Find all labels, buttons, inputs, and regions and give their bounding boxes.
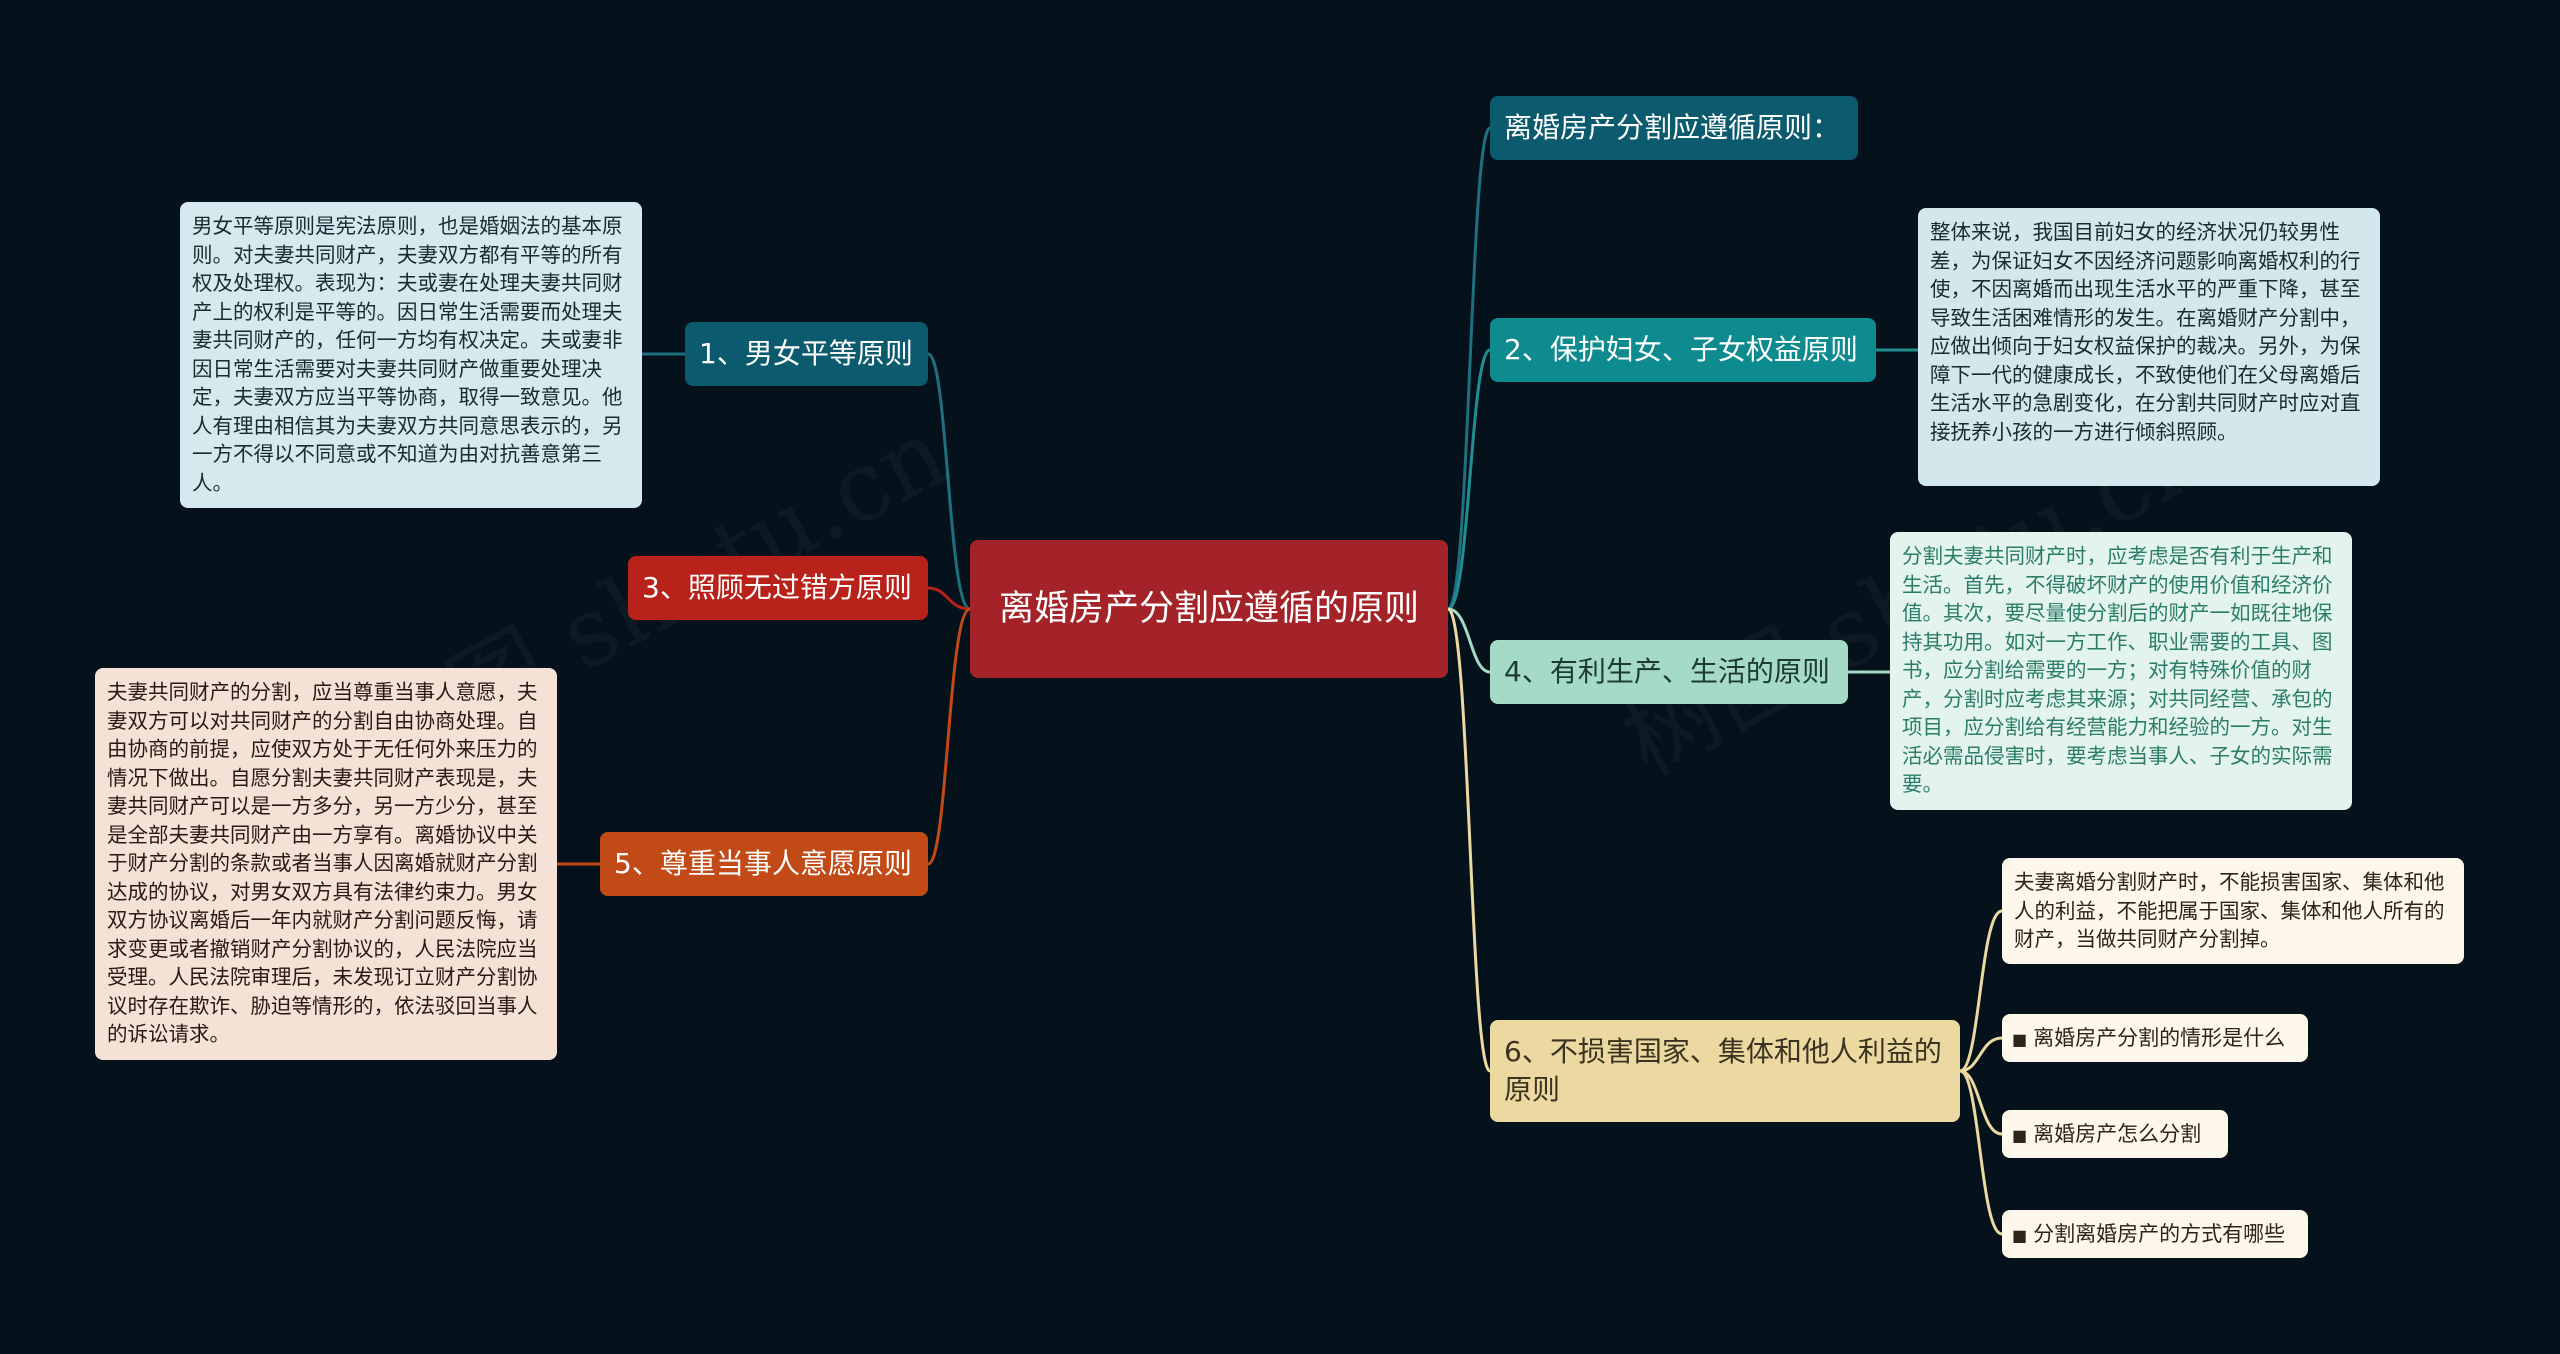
branch-production-life[interactable]: 4、有利生产、生活的原则 [1490,640,1848,704]
connector-root-b4 [1447,607,1491,674]
connector-root-title [1446,126,1492,611]
connector-root-b6 [1446,607,1492,1073]
square-bullet-icon: ■ [2012,1030,2028,1049]
branch-no-fault-party[interactable]: 3、照顾无过错方原则 [628,556,928,620]
branch-no-harm-interests[interactable]: 6、不损害国家、集体和他人利益的原则 [1490,1020,1960,1122]
desc-gender-equality: 男女平等原则是宪法原则，也是婚姻法的基本原则。对夫妻共同财产，夫妻双方都有平等的… [180,202,642,508]
desc-respect-wishes: 夫妻共同财产的分割，应当尊重当事人意愿，夫妻双方可以对共同财产的分割自由协商处理… [95,668,557,1060]
connector-b6-link2 [1959,1069,2003,1136]
square-bullet-icon: ■ [2012,1126,2028,1145]
link-label[interactable]: 离婚房产分割的情形是什么 [2033,1026,2286,1050]
link-item[interactable]: ■ 分割离婚房产的方式有哪些 [2002,1210,2308,1258]
connector-root-b1 [927,352,971,611]
link-label[interactable]: 分割离婚房产的方式有哪些 [2033,1222,2286,1246]
connector-root-b5 [927,607,971,866]
connector-b6-desc [1959,909,2003,1073]
connector-root-b2 [1447,348,1491,611]
link-item[interactable]: ■ 离婚房产怎么分割 [2002,1110,2228,1158]
branch-gender-equality[interactable]: 1、男女平等原则 [685,322,928,386]
desc-no-harm-interests: 夫妻离婚分割财产时，不能损害国家、集体和他人的利益，不能把属于国家、集体和他人所… [2002,858,2464,964]
desc-production-life: 分割夫妻共同财产时，应考虑是否有利于生产和生活。首先，不得破坏财产的使用价值和经… [1890,532,2352,810]
square-bullet-icon: ■ [2012,1226,2028,1245]
link-label[interactable]: 离婚房产怎么分割 [2033,1122,2202,1146]
connector-b6-link1 [1959,1036,2003,1073]
connector-b6-link3 [1959,1069,2003,1236]
branch-respect-wishes[interactable]: 5、尊重当事人意愿原则 [600,832,928,896]
connector-root-b3 [927,586,971,611]
desc-protect-women-children: 整体来说，我国目前妇女的经济状况仍较男性差，为保证妇女不因经济问题影响离婚权利的… [1918,208,2380,486]
branch-protect-women-children[interactable]: 2、保护妇女、子女权益原则 [1490,318,1876,382]
root-topic[interactable]: 离婚房产分割应遵循的原则 [970,540,1448,678]
branch-title[interactable]: 离婚房产分割应遵循原则： [1490,96,1858,160]
link-item[interactable]: ■ 离婚房产分割的情形是什么 [2002,1014,2308,1062]
